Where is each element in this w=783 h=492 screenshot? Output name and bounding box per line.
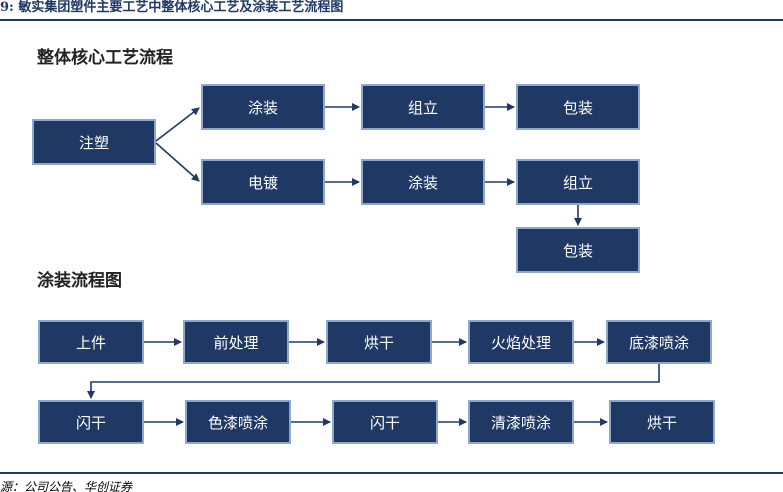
coating-step-flash-dry-2-box: 闪干 [332, 400, 438, 444]
branch-a-coating-box: 涂装 [201, 84, 325, 130]
coating-step-flame-treatment-box: 火焰处理 [468, 320, 574, 364]
branch-b-assembly-box: 组立 [516, 159, 640, 205]
overall-process-title: 整体核心工艺流程 [37, 48, 173, 68]
top-divider [0, 19, 783, 21]
coating-step-clearcoat-spray-box: 清漆喷涂 [468, 400, 574, 444]
arrow-injection-to-coating [155, 107, 200, 142]
coating-step-drying-box: 烘干 [326, 320, 432, 364]
coating-step-pretreatment-box: 前处理 [183, 320, 289, 364]
coating-step-flash-dry-1-box: 闪干 [38, 400, 144, 444]
arrow-injection-to-plating [155, 142, 200, 182]
coating-step-color-spray-box: 色漆喷涂 [185, 400, 291, 444]
injection-box: 注塑 [32, 119, 156, 165]
coating-step-final-drying-box: 烘干 [609, 400, 715, 444]
branch-a-packaging-box: 包装 [516, 84, 640, 130]
source-note: 源：公司公告、华创证券 [0, 480, 133, 492]
branch-a-assembly-box: 组立 [361, 84, 485, 130]
coating-process-title: 涂装流程图 [37, 271, 122, 291]
figure-title: 9: 敏实集团塑件主要工艺中整体核心工艺及涂装工艺流程图 [0, 0, 344, 15]
branch-b-packaging-box: 包装 [516, 227, 640, 273]
arrow-primer-to-flash-dry [87, 364, 660, 399]
coating-step-loading-box: 上件 [38, 320, 144, 364]
branch-b-coating-box: 涂装 [361, 159, 485, 205]
coating-step-primer-spray-box: 底漆喷涂 [606, 320, 712, 364]
branch-b-plating-box: 电镀 [201, 159, 325, 205]
bottom-divider [0, 472, 783, 474]
